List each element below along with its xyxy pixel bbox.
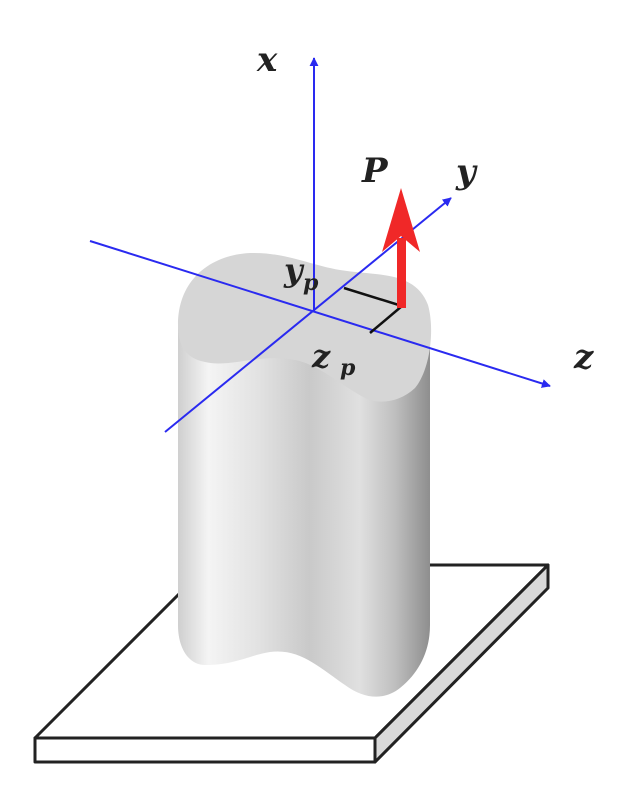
y-axis-label: y — [455, 152, 478, 192]
base-plate-front-side — [33, 736, 377, 764]
load-arrow-head — [382, 188, 420, 252]
y-offset-line — [343, 286, 403, 308]
z-axis-label: z — [573, 337, 594, 377]
z-offset-label-sub: p — [340, 355, 356, 381]
z-offset-label-main: z — [311, 337, 331, 375]
z-offset-label: z p — [311, 337, 356, 381]
offset-lines — [343, 286, 403, 334]
load-label: P — [361, 151, 389, 191]
y-offset-label-sub: p — [303, 270, 319, 296]
load-arrow — [382, 188, 420, 308]
y-offset-label: y p — [283, 251, 319, 296]
y-offset-label-main: y — [283, 251, 305, 289]
z-offset-line — [369, 305, 403, 334]
column-body — [178, 325, 430, 697]
z-axis-line — [89, 240, 551, 388]
load-arrow-shaft — [397, 238, 406, 308]
x-axis-label: x — [256, 40, 278, 80]
column-top-face — [178, 252, 432, 402]
